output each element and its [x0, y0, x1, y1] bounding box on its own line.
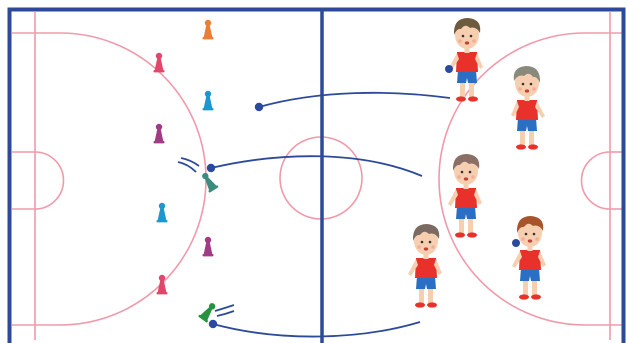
left-free-throw-arc — [35, 152, 63, 209]
pawn-icon — [203, 20, 214, 40]
player-figure — [408, 224, 442, 308]
pawn-icon — [203, 237, 214, 257]
pawn-icon — [157, 203, 168, 223]
motion-mark-3 — [215, 305, 234, 311]
pass-line-bottom — [213, 322, 420, 337]
motion-mark-2 — [178, 162, 196, 172]
motion-mark-1 — [181, 158, 199, 166]
ball-icon — [207, 164, 215, 172]
tipped-pawn-icon — [199, 170, 219, 192]
player-figure — [448, 154, 482, 238]
pawn-icon — [154, 53, 165, 73]
ball-icon — [255, 103, 263, 111]
balls — [207, 103, 263, 328]
ball-icon — [512, 239, 520, 247]
player-figure — [512, 216, 546, 300]
ball-icon — [209, 320, 217, 328]
pawn-icon — [157, 275, 168, 295]
player-figure — [511, 66, 545, 150]
pawn-icon — [154, 124, 165, 144]
pass-line-top — [259, 93, 450, 107]
held-balls — [445, 65, 520, 247]
players — [408, 18, 546, 308]
ball-icon — [445, 65, 453, 73]
left-three-point-arc — [12, 33, 206, 325]
pawn-icon — [203, 91, 214, 111]
pass-lines — [178, 93, 450, 337]
court-outline — [10, 10, 624, 343]
right-free-throw-arc — [582, 152, 610, 209]
pass-line-middle — [211, 156, 422, 176]
player-figure — [449, 18, 483, 102]
motion-mark-4 — [217, 311, 234, 316]
court-border — [10, 9, 624, 343]
